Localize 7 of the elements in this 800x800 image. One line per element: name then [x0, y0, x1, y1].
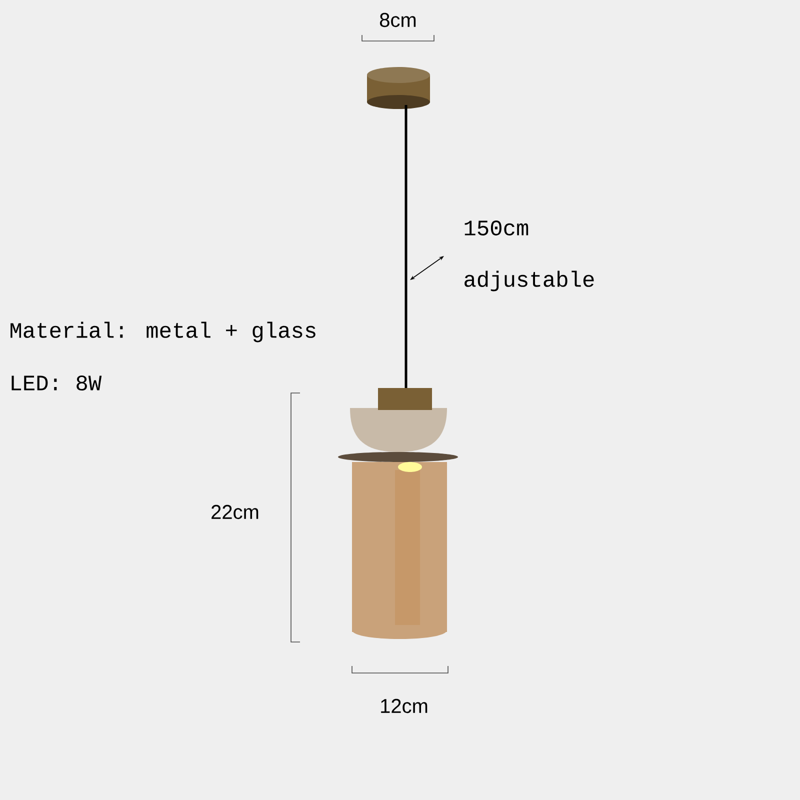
- spec-text: adjustable: [464, 270, 594, 292]
- dimension-label: 8cm: [380, 12, 416, 28]
- dimension-label: 22cm: [212, 504, 258, 520]
- spec-text: LED: 8W: [12, 376, 102, 390]
- dimension-label: 12cm: [381, 698, 428, 714]
- spec-text: Material: metal + glass: [10, 322, 316, 342]
- length-label: 150cm: [464, 220, 528, 236]
